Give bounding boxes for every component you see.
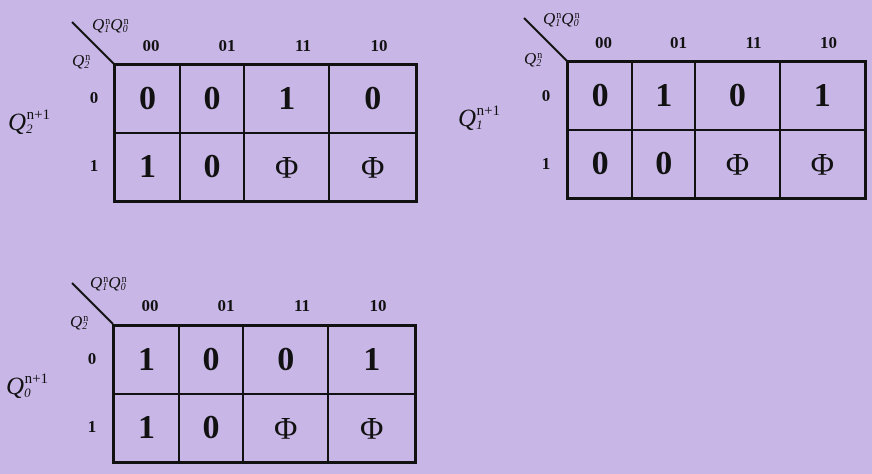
- kmap-grid: 0 1 0 1 0 0 Φ Φ: [566, 60, 867, 200]
- col-header: 00: [142, 36, 160, 55]
- kmap-cell: 0: [178, 393, 244, 464]
- kmap-cell: 0: [328, 63, 418, 134]
- header-diagonal: [523, 17, 568, 62]
- row-header: 0: [87, 349, 97, 368]
- row-header: 1: [89, 156, 99, 175]
- kmap-cell: 0: [694, 60, 781, 131]
- kmap-grid: 0 0 1 0 1 0 Φ Φ: [113, 63, 418, 203]
- kmap-cell: 0: [179, 132, 245, 203]
- row-variable-label: Q2n: [524, 49, 543, 69]
- col-header: 01: [670, 33, 687, 52]
- kmap-cell: Φ: [242, 132, 331, 203]
- kmap-cell: Φ: [778, 129, 867, 200]
- col-header: 01: [217, 296, 235, 315]
- row-variable-label: Q2n: [72, 51, 91, 71]
- kmap-cell: 0: [178, 324, 244, 395]
- col-header: 00: [141, 296, 159, 315]
- header-diagonal: [71, 21, 116, 66]
- header-diagonal: [71, 282, 114, 325]
- kmap-cell: 0: [566, 60, 634, 131]
- kmap-cell: Φ: [241, 393, 330, 464]
- col-header: 11: [293, 296, 311, 315]
- kmap-cell: 1: [631, 60, 697, 131]
- output-label-q0: Q0n+1: [6, 371, 49, 400]
- row-variable-label: Q2n: [70, 312, 89, 332]
- col-header: 10: [370, 36, 388, 55]
- row-header: 1: [541, 154, 551, 173]
- row-header: 1: [87, 417, 97, 436]
- col-header: 11: [745, 33, 762, 52]
- kmap-cell: 1: [242, 63, 331, 134]
- kmap-cell: Φ: [694, 129, 781, 200]
- kmap-cell: 0: [631, 129, 697, 200]
- kmap-cell: 0: [566, 129, 634, 200]
- kmap-cell: 0: [179, 63, 245, 134]
- kmap-cell: 0: [113, 63, 182, 134]
- col-header: 01: [218, 36, 236, 55]
- kmap-cell: 1: [778, 60, 867, 131]
- col-header: 10: [369, 296, 387, 315]
- kmap-cell: 1: [327, 324, 417, 395]
- kmap-cell: 1: [112, 324, 181, 395]
- kmap-cell: Φ: [328, 132, 418, 203]
- col-header: 11: [294, 36, 312, 55]
- row-header: 0: [89, 88, 99, 107]
- kmap-grid: 1 0 0 1 1 0 Φ Φ: [112, 324, 417, 464]
- col-header: 00: [595, 33, 612, 52]
- column-variable-label: Q1nQ0n: [543, 9, 580, 29]
- column-variable-label: Q1nQ0n: [90, 273, 127, 293]
- kmap-cell: 0: [241, 324, 330, 395]
- column-variable-label: Q1nQ0n: [92, 15, 129, 35]
- kmap-cell: Φ: [327, 393, 417, 464]
- kmap-cell: 1: [113, 132, 182, 203]
- output-label-q1: Q1n+1: [458, 103, 501, 132]
- output-label-q2: Q2n+1: [8, 107, 51, 136]
- row-header: 0: [541, 86, 551, 105]
- kmap-cell: 1: [112, 393, 181, 464]
- col-header: 10: [820, 33, 837, 52]
